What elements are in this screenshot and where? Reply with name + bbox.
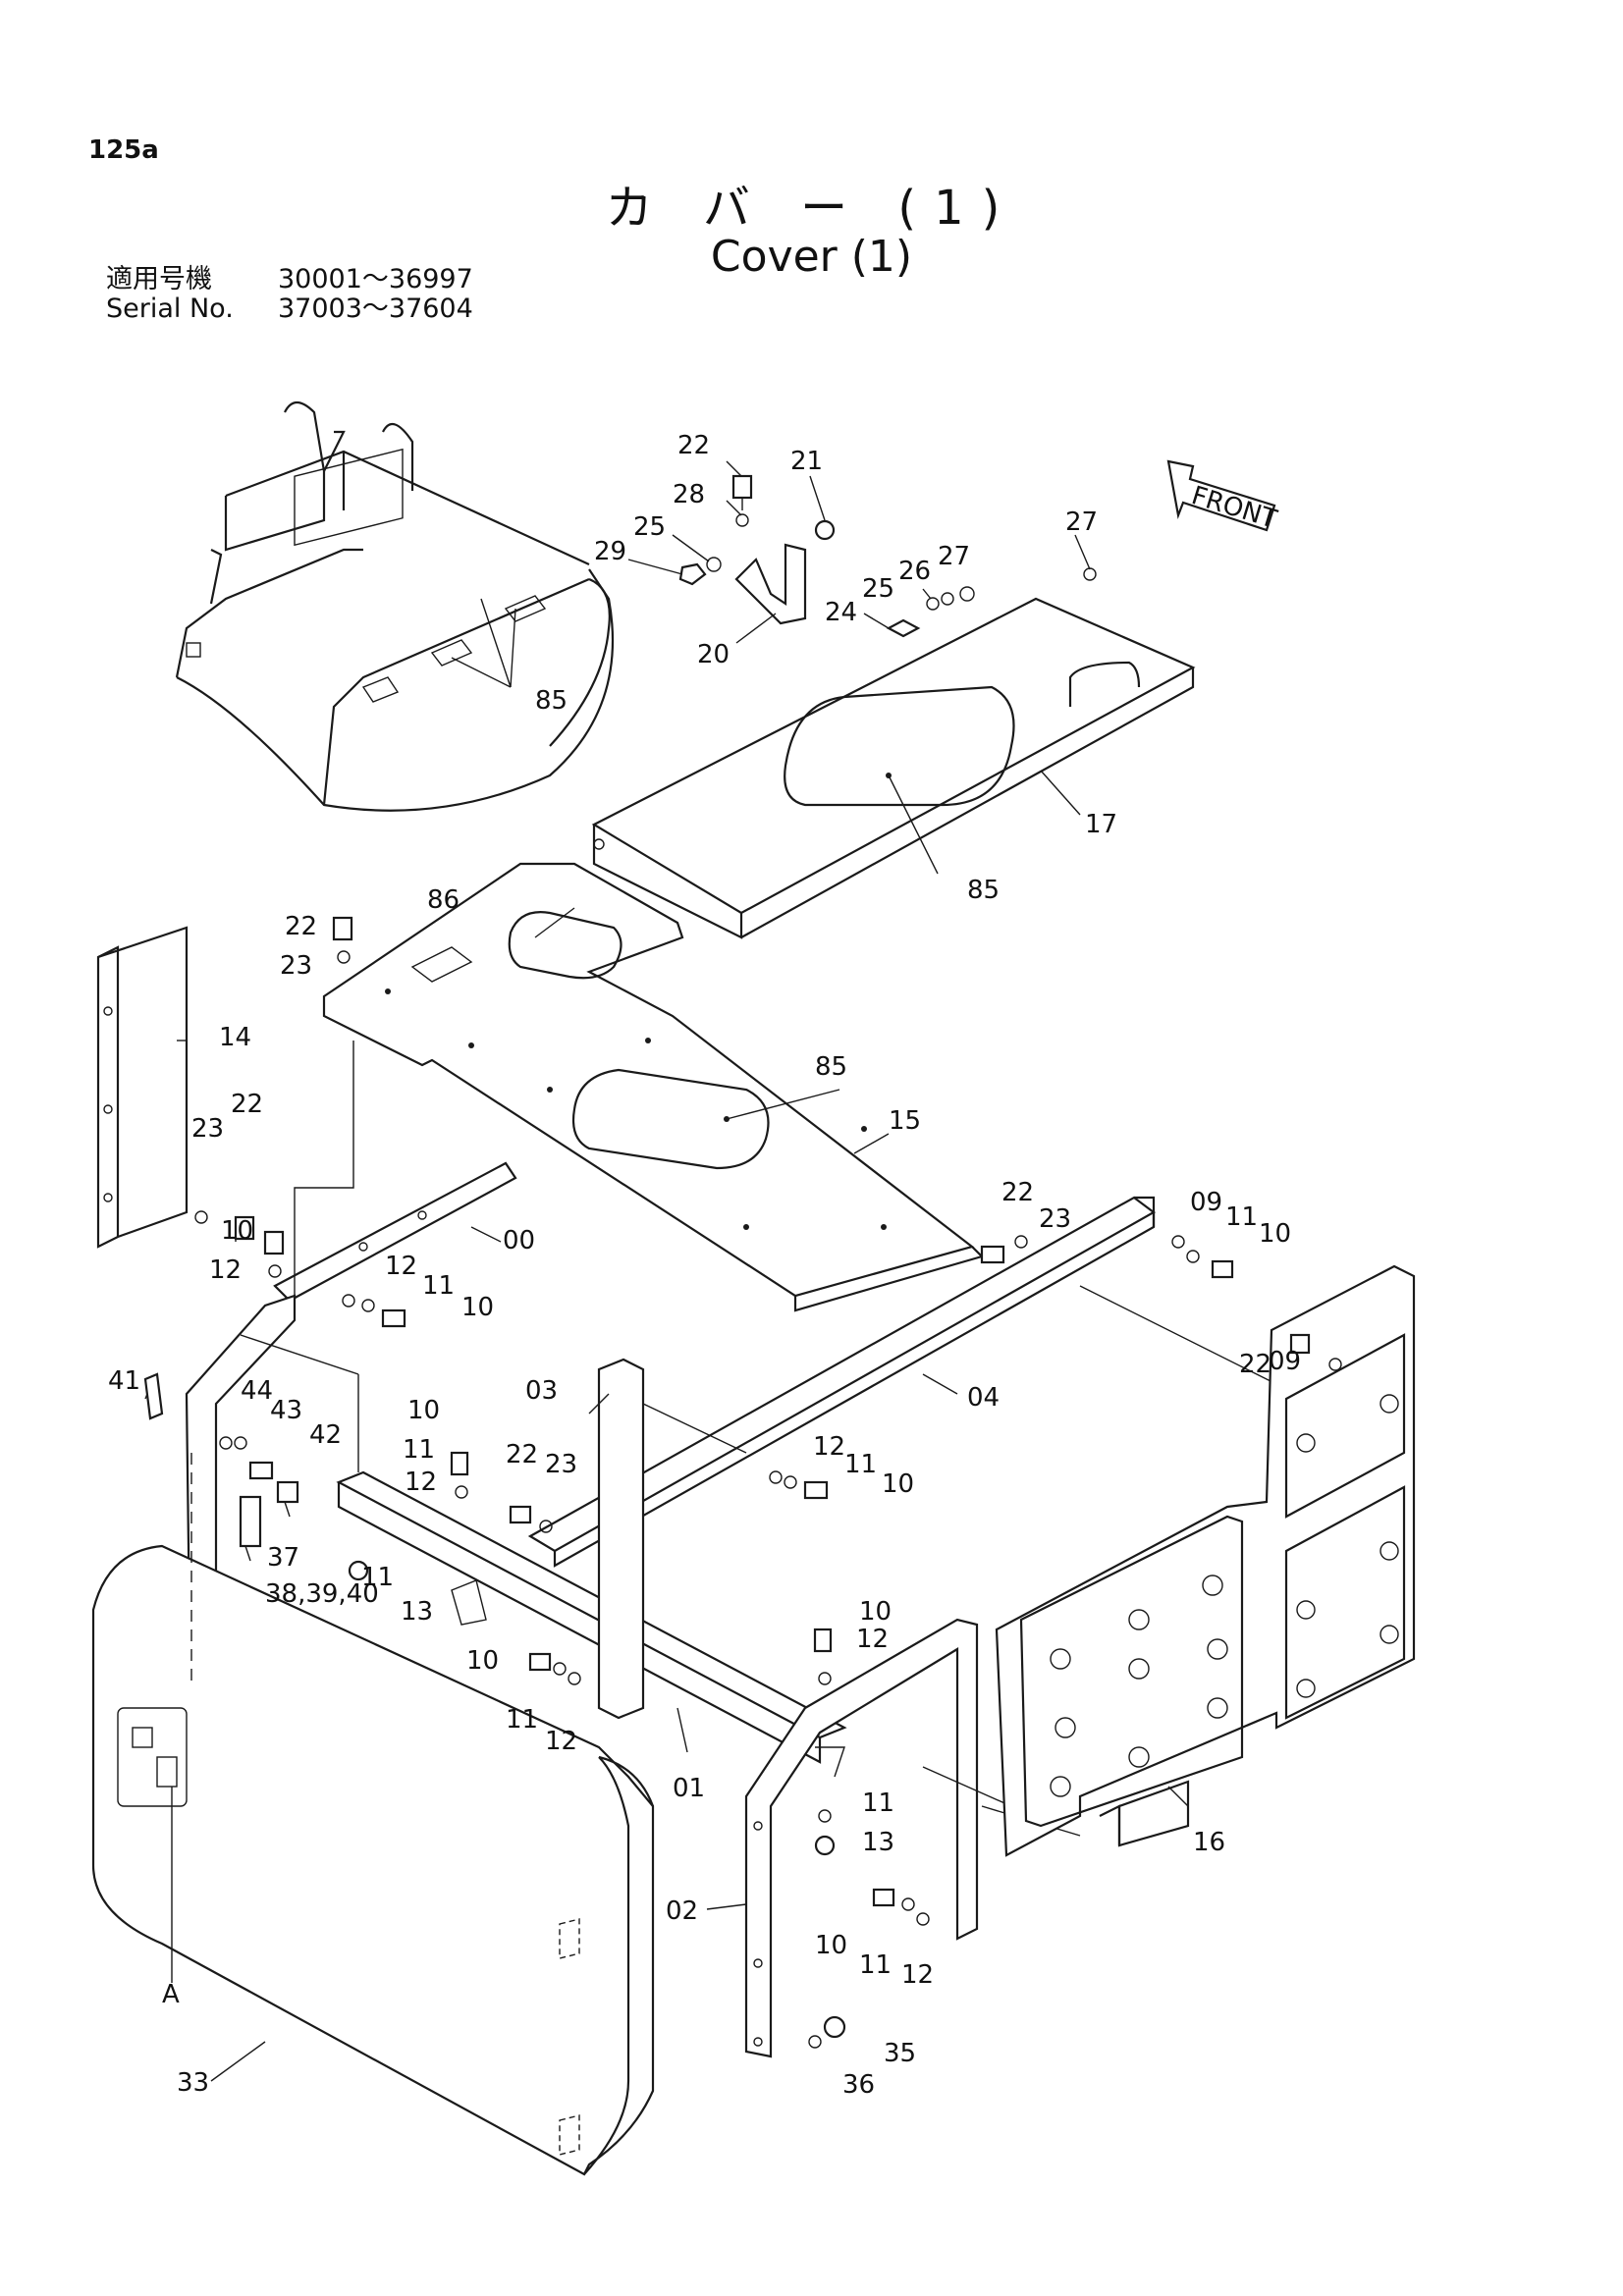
callout-14: 14 [219, 1023, 251, 1052]
hardware [143, 474, 1342, 2049]
callout-02: 02 [666, 1896, 698, 1926]
callout-12-f: 12 [545, 1727, 577, 1756]
callout-43: 43 [270, 1396, 302, 1425]
callout-22-a: 22 [677, 431, 710, 460]
callout-17: 17 [1085, 810, 1117, 839]
callout-10-f: 10 [859, 1597, 892, 1627]
callout-22-d: 22 [1001, 1178, 1034, 1207]
callout-10-e: 10 [882, 1469, 914, 1499]
machine-overview [175, 400, 615, 812]
callout-11-d: 11 [844, 1450, 877, 1479]
callout-03: 03 [525, 1376, 558, 1406]
callout-13-b: 13 [862, 1828, 894, 1857]
callout-86: 86 [427, 885, 460, 915]
leader-lines [144, 460, 1189, 2082]
page-number: 125a [88, 135, 159, 165]
title-english: Cover (1) [710, 232, 913, 282]
callout-22-b: 22 [285, 912, 317, 941]
callouts: 00 01 02 03 04 09 09 10 10 10 10 10 10 1… [108, 431, 1301, 2100]
callout-85-a: 85 [535, 686, 568, 716]
callout-23-d: 23 [545, 1450, 577, 1479]
callout-12-b: 12 [385, 1252, 417, 1281]
callout-00: 00 [503, 1226, 535, 1255]
front-arrow-label: FRONT [1188, 481, 1280, 535]
callout-04: 04 [967, 1383, 1000, 1413]
callout-13-a: 13 [401, 1597, 433, 1627]
callout-33: 33 [177, 2068, 209, 2098]
callout-10-c: 10 [461, 1293, 494, 1322]
part-17-top-cover [591, 597, 1196, 939]
callout-22-f: 22 [506, 1440, 538, 1469]
callout-10-a: 10 [1259, 1219, 1291, 1249]
serial-row-1: 適用号機 30001～36997 [106, 257, 473, 295]
callout-22-e: 22 [1239, 1350, 1271, 1379]
callout-36: 36 [842, 2070, 875, 2100]
part-16-panel [995, 1264, 1416, 1857]
callout-11-h: 11 [859, 1950, 892, 1980]
callout-29: 29 [594, 537, 626, 566]
callout-23-b: 23 [191, 1114, 224, 1144]
callout-10-b: 10 [221, 1216, 253, 1246]
callout-A: A [162, 1980, 180, 2009]
callout-28: 28 [673, 480, 705, 509]
part-15-floor-plate [322, 862, 985, 1312]
callout-12-d: 12 [813, 1432, 845, 1462]
callout-21: 21 [790, 447, 823, 476]
callout-09-a: 09 [1190, 1188, 1222, 1217]
part-20-bracket [734, 519, 836, 625]
callout-85-b: 85 [967, 876, 1000, 905]
callout-16: 16 [1193, 1828, 1225, 1857]
callout-12-g: 12 [901, 1960, 934, 1990]
callout-09-b: 09 [1269, 1347, 1301, 1376]
callout-27-b: 27 [1065, 507, 1098, 537]
serial-label-en: Serial No. [106, 294, 234, 324]
callout-37: 37 [267, 1543, 299, 1573]
callout-11-c: 11 [403, 1435, 435, 1465]
callout-11-a: 11 [1225, 1202, 1258, 1232]
callout-35: 35 [884, 2039, 916, 2068]
callout-44: 44 [241, 1376, 273, 1406]
callout-11-b: 11 [422, 1271, 455, 1301]
front-arrow: FRONT [1166, 459, 1280, 535]
callout-10-h: 10 [815, 1931, 847, 1960]
callout-25-b: 25 [862, 574, 894, 604]
callout-42: 42 [309, 1420, 342, 1450]
callout-25-a: 25 [633, 512, 666, 542]
callout-38-39-40: 38,39,40 [265, 1579, 379, 1609]
callout-15: 15 [889, 1106, 921, 1136]
callout-12-c: 12 [405, 1468, 437, 1497]
part-00-bar [273, 1161, 517, 1303]
callout-23-a: 23 [280, 951, 312, 981]
callout-26: 26 [898, 557, 931, 586]
callout-22-c: 22 [231, 1090, 263, 1119]
callout-10-g: 10 [466, 1646, 499, 1676]
serial-label-jp: 適用号機 [106, 264, 212, 294]
callout-10-d: 10 [407, 1396, 440, 1425]
part-33-door [91, 1453, 655, 2176]
callout-01: 01 [673, 1774, 705, 1803]
callout-41: 41 [108, 1366, 140, 1396]
serial-range-1: 30001～36997 [278, 264, 473, 294]
callout-12-e: 12 [856, 1625, 889, 1654]
part-14-side-plate [96, 926, 189, 1249]
callout-11-f: 11 [506, 1705, 538, 1735]
callout-11-g: 11 [862, 1789, 894, 1818]
serial-range-2: 37003～37604 [278, 294, 473, 324]
callout-23-c: 23 [1039, 1204, 1071, 1234]
callout-27-a: 27 [938, 542, 970, 571]
callout-85-c: 85 [815, 1052, 847, 1082]
callout-20: 20 [697, 640, 730, 669]
callout-11-e: 11 [361, 1563, 394, 1592]
callout-24: 24 [825, 598, 857, 627]
callout-12-a: 12 [209, 1255, 242, 1285]
serial-row-2: Serial No. 37003～37604 [106, 287, 473, 325]
title-japanese: カ バ ー (1) [605, 181, 1018, 236]
